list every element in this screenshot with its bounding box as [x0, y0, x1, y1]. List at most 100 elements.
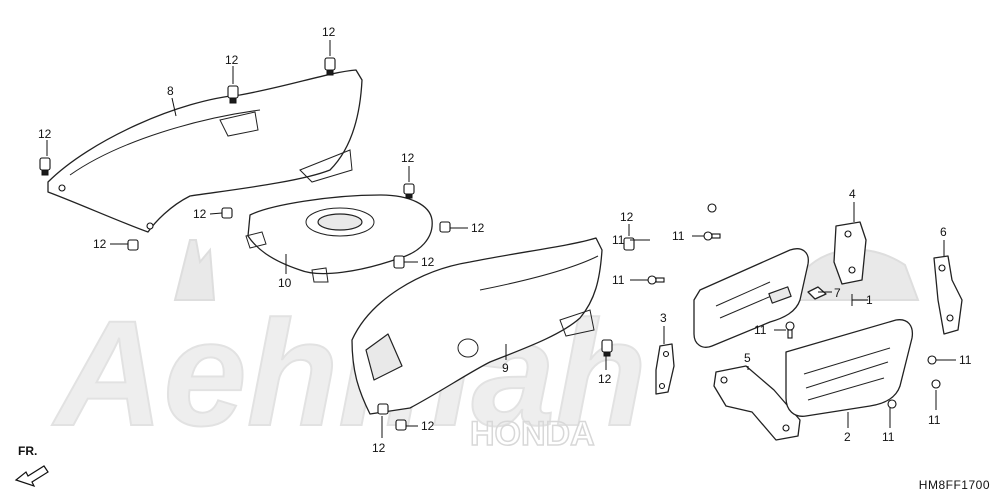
fastener-12: [324, 57, 336, 76]
part-10-shell: [247, 194, 433, 275]
fastener-12: [221, 207, 233, 219]
part-6-hole: [946, 314, 954, 322]
fastener-11: [887, 399, 897, 409]
part-8-hole: [58, 184, 66, 192]
part-9-grommet: [457, 338, 479, 358]
callout-11: 11: [882, 430, 895, 444]
honda-watermark: HONDA: [470, 415, 595, 453]
part-2-slot: [805, 361, 889, 389]
fastener-11: [703, 231, 721, 241]
part-1-front-panel: [693, 248, 809, 348]
part-4-bracket: [833, 221, 867, 285]
fastener-12: [623, 237, 635, 251]
callout-4: 4: [849, 187, 856, 201]
callout-12: 12: [225, 53, 239, 67]
callout-11: 11: [959, 353, 972, 367]
callout-3: 3: [660, 311, 667, 325]
fastener-12: [377, 403, 389, 415]
fastener-12: [403, 183, 415, 199]
part-2-slot: [803, 347, 891, 375]
part-10-filler-ring: [305, 207, 375, 237]
part-10-tank-cover: [245, 194, 433, 283]
part-1-slot: [719, 293, 777, 319]
callout-9: 9: [502, 361, 509, 375]
part-1-shell: [693, 248, 809, 348]
callout-12: 12: [620, 210, 634, 224]
part-5-shape: [713, 365, 801, 441]
part-2-slot: [807, 377, 885, 401]
fastener-12: [395, 419, 407, 431]
part-2-lower-panel: [785, 319, 914, 417]
callouts: 12 12 12 8 12 12 12 12 10 12 12 12 9 12 …: [38, 25, 972, 455]
fastener-12: [39, 157, 51, 176]
callout-12: 12: [193, 207, 207, 221]
fastener-12: [393, 255, 405, 269]
fastener-11: [785, 321, 795, 339]
callout-12: 12: [322, 25, 336, 39]
part-3-hole: [658, 382, 666, 390]
part-5-hole: [720, 376, 728, 384]
part-4-hole: [844, 230, 852, 238]
part-5-hole: [782, 424, 790, 432]
watermark-castle: [173, 239, 216, 301]
part-3-stay: [655, 343, 675, 395]
part-8-edge-line: [69, 109, 261, 176]
part-10-tab: [311, 267, 329, 283]
fastener-11: [647, 275, 665, 285]
callout-6: 6: [940, 225, 947, 239]
fastener-11: [707, 203, 717, 213]
callout-12: 12: [421, 419, 435, 433]
callout-12: 12: [401, 151, 415, 165]
part-9-side-cover: [351, 237, 603, 415]
callout-12: 12: [421, 255, 435, 269]
part-9-vent: [559, 309, 595, 337]
part-4-hole: [848, 266, 856, 274]
callout-12: 12: [471, 221, 485, 235]
fastener-12: [439, 221, 451, 233]
part-8-tab: [219, 111, 259, 137]
part-1-clip: [768, 286, 792, 304]
callout-10: 10: [278, 276, 292, 290]
part-3-shape: [655, 343, 675, 395]
diagram-code: HM8FF1700: [918, 478, 990, 492]
front-direction-arrow-icon: [14, 465, 49, 488]
callout-11: 11: [612, 233, 625, 247]
fastener-12: [601, 339, 613, 357]
leader-lines: [46, 40, 956, 438]
fastener-12: [127, 239, 139, 251]
part-8-vent: [299, 149, 353, 183]
fasteners: [39, 57, 941, 431]
part-8-upper-cover: [47, 69, 363, 233]
callout-11: 11: [612, 273, 625, 287]
callout-11: 11: [754, 323, 767, 337]
part-8-hole: [146, 222, 154, 230]
callout-1: 1: [866, 293, 873, 307]
callout-5: 5: [744, 351, 751, 365]
callout-11: 11: [928, 413, 941, 427]
fastener-11: [931, 379, 941, 389]
callout-11: 11: [672, 229, 685, 243]
part-1-slot: [715, 281, 771, 307]
callout-12: 12: [38, 127, 52, 141]
fastener-11: [927, 355, 937, 365]
part-4-shape: [833, 221, 867, 285]
part-10-filler-opening: [317, 213, 363, 231]
part-2-shell: [785, 319, 914, 417]
part-8-shell: [47, 69, 363, 233]
part-6-shape: [933, 255, 963, 335]
part-5-bracket: [713, 365, 801, 441]
part-9-emblem: [365, 333, 403, 381]
callout-2: 2: [844, 430, 851, 444]
part-3-hole: [662, 350, 670, 358]
part-10-tab: [245, 231, 267, 249]
part-7-shape: [807, 286, 827, 300]
callout-12: 12: [372, 441, 386, 455]
callout-12: 12: [598, 372, 612, 386]
fastener-12: [227, 85, 239, 104]
part-9-edge-line: [479, 255, 599, 291]
callout-12: 12: [93, 237, 107, 251]
front-direction-label: FR.: [18, 444, 38, 458]
part-6-hole: [938, 264, 946, 272]
part-7-clip: [807, 286, 827, 300]
